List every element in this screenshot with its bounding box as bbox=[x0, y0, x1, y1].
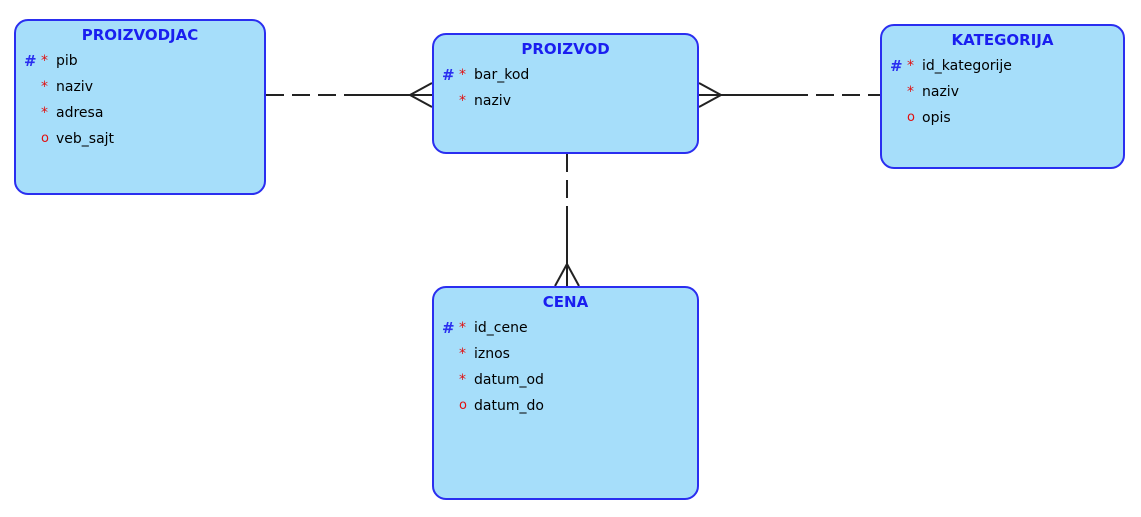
attribute-row[interactable]: # * id_cene bbox=[434, 315, 697, 341]
optional-marker: o bbox=[459, 398, 467, 413]
attribute-name: datum_od bbox=[474, 372, 544, 388]
attribute-name: naziv bbox=[56, 79, 93, 95]
required-marker: * bbox=[41, 53, 48, 69]
required-marker: * bbox=[907, 84, 914, 100]
crowfoot-prong bbox=[409, 82, 433, 96]
attribute-row[interactable]: # * bar_kod bbox=[434, 62, 697, 88]
attribute-name: bar_kod bbox=[474, 67, 530, 83]
entity-proizvodjac[interactable]: PROIZVODJAC # * pib * naziv * adresa o v… bbox=[14, 19, 266, 195]
optional-marker: o bbox=[907, 110, 915, 125]
attribute-row[interactable]: # * pib bbox=[16, 48, 264, 74]
attribute-row[interactable]: * naziv bbox=[882, 79, 1123, 105]
attribute-row[interactable]: * adresa bbox=[16, 100, 264, 126]
entity-title: PROIZVODJAC bbox=[81, 26, 199, 44]
crowfoot-prong bbox=[698, 82, 722, 96]
required-marker: * bbox=[459, 93, 466, 109]
attribute-row[interactable]: * iznos bbox=[434, 341, 697, 367]
relationship-proizvod-kategorija[interactable] bbox=[698, 82, 880, 108]
primary-key-marker: # bbox=[442, 66, 455, 84]
attribute-name: naziv bbox=[922, 84, 959, 100]
crowfoot-prong bbox=[698, 94, 722, 108]
attribute-row[interactable]: * datum_od bbox=[434, 367, 697, 393]
entity-title: KATEGORIJA bbox=[951, 31, 1054, 49]
optional-marker: o bbox=[41, 131, 49, 146]
required-marker: * bbox=[41, 105, 48, 121]
attribute-name: id_cene bbox=[474, 320, 528, 336]
required-marker: * bbox=[459, 320, 466, 336]
primary-key-marker: # bbox=[24, 52, 37, 70]
attribute-row[interactable]: * naziv bbox=[434, 88, 697, 114]
relationship-proizvodjac-proizvod[interactable] bbox=[266, 82, 433, 108]
required-marker: * bbox=[907, 58, 914, 74]
crowfoot-prong bbox=[409, 94, 433, 108]
entity-title: PROIZVOD bbox=[521, 40, 610, 58]
attribute-name: veb_sajt bbox=[56, 131, 115, 147]
attribute-name: opis bbox=[922, 110, 951, 126]
required-marker: * bbox=[41, 79, 48, 95]
attribute-name: adresa bbox=[56, 105, 104, 121]
attribute-row[interactable]: # * id_kategorije bbox=[882, 53, 1123, 79]
attribute-row[interactable]: * naziv bbox=[16, 74, 264, 100]
required-marker: * bbox=[459, 372, 466, 388]
entity-cena[interactable]: CENA # * id_cene * iznos * datum_od o da… bbox=[432, 286, 699, 500]
attribute-row[interactable]: o veb_sajt bbox=[16, 126, 264, 152]
attribute-row[interactable]: o opis bbox=[882, 105, 1123, 131]
attribute-name: pib bbox=[56, 53, 78, 69]
attribute-name: id_kategorije bbox=[922, 58, 1012, 74]
crowfoot-prong bbox=[554, 263, 568, 287]
attribute-name: naziv bbox=[474, 93, 511, 109]
entity-proizvod[interactable]: PROIZVOD # * bar_kod * naziv bbox=[432, 33, 699, 154]
required-marker: * bbox=[459, 67, 466, 83]
crowfoot-prong bbox=[566, 263, 580, 287]
attribute-name: iznos bbox=[474, 346, 510, 362]
relationship-proizvod-cena[interactable] bbox=[554, 154, 580, 287]
required-marker: * bbox=[459, 346, 466, 362]
entity-title: CENA bbox=[542, 293, 589, 311]
attribute-name: datum_do bbox=[474, 398, 544, 414]
entity-kategorija[interactable]: KATEGORIJA # * id_kategorije * naziv o o… bbox=[880, 24, 1125, 169]
primary-key-marker: # bbox=[442, 319, 455, 337]
attribute-row[interactable]: o datum_do bbox=[434, 393, 697, 419]
primary-key-marker: # bbox=[890, 57, 903, 75]
